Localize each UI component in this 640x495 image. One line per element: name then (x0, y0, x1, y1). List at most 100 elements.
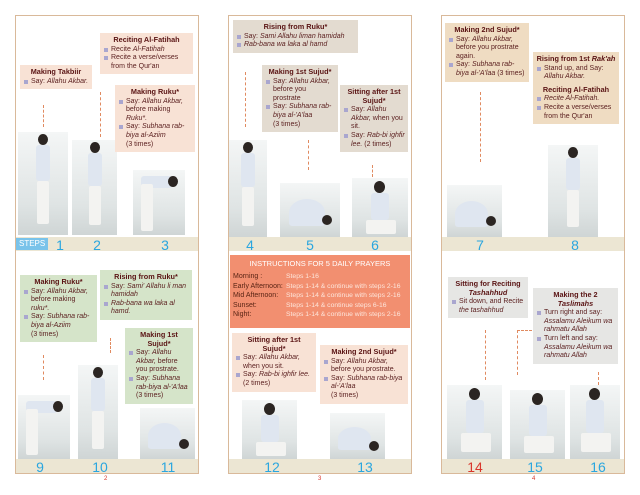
person-head (89, 142, 100, 153)
box-text: Say: (31, 313, 47, 321)
box-title: Making 1st Sujud* (265, 67, 335, 77)
box-text: Say: (31, 77, 47, 85)
step-photo-9 (18, 395, 70, 459)
connector-line (517, 330, 532, 331)
box-text: (2 times) (362, 140, 392, 148)
box-text: Subhana rab-biya al-'A'laa (136, 374, 188, 391)
box-title-text: Making 2nd Sujud* (454, 25, 520, 34)
person-shirt (91, 378, 105, 411)
person-lap (460, 433, 491, 452)
step-photo-5 (280, 183, 340, 237)
box-text: Allahu Akbar, (471, 35, 513, 43)
connector-line (110, 338, 111, 353)
bullet-item: Say: Rab-bi ighfir lee. (235, 371, 313, 380)
box-title: Making 2nd Sujud* (448, 25, 526, 35)
prayer-name: Mid Afternoon: (233, 292, 279, 299)
step-photo-16 (570, 385, 620, 459)
box-title-text: Sitting after 1st Sujud* (247, 335, 301, 353)
box-text: Subhana rab-biya al-'A'laa (273, 103, 332, 119)
bullet-item: Say: Subhana rab-biya al-'A'laa (3 times… (448, 61, 526, 78)
step-number-8: 8 (571, 237, 579, 253)
instructions-row: Mid Afternoon: Steps 1-14 & continue with… (233, 291, 407, 301)
bullet-item: Say: Allahu Akbar. (23, 78, 89, 87)
box-text: when you sit. (351, 114, 403, 131)
bullet-item: Say: Allahu Akbar, before you prostrate (265, 78, 335, 104)
person-head (468, 388, 480, 400)
person-shirt (586, 400, 604, 434)
person-back (148, 423, 182, 449)
box-title-text: Making Takbiir (30, 67, 82, 76)
person-lap (523, 436, 554, 454)
steps-bar (442, 237, 624, 251)
box-text: Say: (136, 374, 152, 382)
box-title: Rising from 1st Rak'ah (536, 54, 616, 64)
box-text: Recite Al-Fatihah. (544, 95, 600, 103)
bullet-item: Say: Subhana rab-biya al-Aziim (118, 123, 192, 140)
box-title: Making 1st Sujud* (128, 330, 190, 348)
connector-line (100, 92, 101, 137)
box-title: Making Ruku* (23, 277, 94, 287)
person-head (368, 440, 379, 451)
box-text: Say: (244, 32, 260, 40)
person-pants (141, 184, 153, 231)
box-text: Allahu Akbar, (288, 77, 330, 85)
bullet-item: Say: Subhana rab-biya al-'A'laa (3 times… (128, 375, 190, 401)
connector-line (43, 355, 44, 380)
step-number-16: 16 (590, 459, 606, 475)
box-title-text: Making the 2 (553, 290, 598, 299)
instruction-box: Making 2nd Sujud*Say: Allahu Akbar, befo… (320, 345, 408, 404)
person-back (289, 199, 325, 227)
person-head (322, 215, 332, 226)
box-title-text: Rising from Ruku* (114, 272, 178, 281)
box-title: Making Takbiir (23, 67, 89, 77)
step-number-6: 6 (371, 237, 379, 253)
bullet-item: Say: Allahu Akbar, when you sit. (343, 106, 405, 132)
person-head (589, 388, 600, 400)
box-text: Say: (273, 77, 289, 85)
page-number: 2 (104, 476, 108, 482)
box-text: Assalamu Aleikum wa rahmatu Allah (544, 317, 613, 334)
step-photo-14 (447, 385, 502, 459)
prayer-steps: Steps 1-14 & continue with steps 2-16 (286, 311, 401, 318)
connector-line (245, 72, 246, 127)
box-text: (3 times) (331, 391, 359, 399)
steps-bar (442, 459, 624, 473)
box-title-text: Sitting after 1st Sujud* (347, 87, 401, 105)
person-head (53, 401, 64, 412)
box-text: Recite a verse/verses (111, 54, 179, 62)
bullet-item: Recite a verse/verses (103, 54, 190, 63)
box-text: Say: (243, 354, 259, 362)
step-number-12: 12 (264, 459, 280, 475)
person-head (485, 216, 496, 227)
box-title: Reciting Al-Fatihah (103, 35, 190, 45)
box-text: Sit down, and Recite (459, 298, 524, 306)
box-text: Recite a verse/verses (544, 103, 612, 111)
step-photo-1 (18, 132, 68, 235)
person-back (455, 200, 489, 227)
box-note: (2 times) (235, 380, 313, 389)
person-shirt (36, 145, 50, 182)
person-pants (88, 186, 101, 225)
box-text: Say: (331, 374, 347, 382)
bullet-item: Say: Rab-bi ighfir lee. (2 times) (343, 132, 405, 149)
page-number: 3 (318, 476, 322, 482)
step-number-14: 14 (467, 459, 483, 475)
box-text: (3 times) (126, 140, 154, 148)
box-text: Rab-bana wa laka al hamd. (111, 299, 175, 316)
box-text: before making (31, 296, 76, 304)
bullet-item: Say: Allahu Akbar, before you prostrate. (323, 358, 405, 375)
box-text: Al-Fatihah (132, 45, 165, 53)
box-text: Say: (331, 357, 347, 365)
person-pants (26, 409, 38, 455)
box-title-text: Tashahhud (468, 287, 508, 297)
bullet-item: Recite a verse/verses (536, 104, 616, 113)
box-title: Rising from Ruku* (103, 272, 189, 282)
box-text: Say: (136, 349, 152, 357)
prayer-steps: Steps 1-14 & continue with steps 2-16 (286, 292, 401, 299)
box-text: Allahu Akbar, (346, 357, 388, 365)
person-pants (567, 190, 579, 227)
instructions-title: INSTRUCTIONS FOR 5 DAILY PRAYERS (249, 259, 391, 268)
box-note: (3 times) (23, 331, 94, 340)
